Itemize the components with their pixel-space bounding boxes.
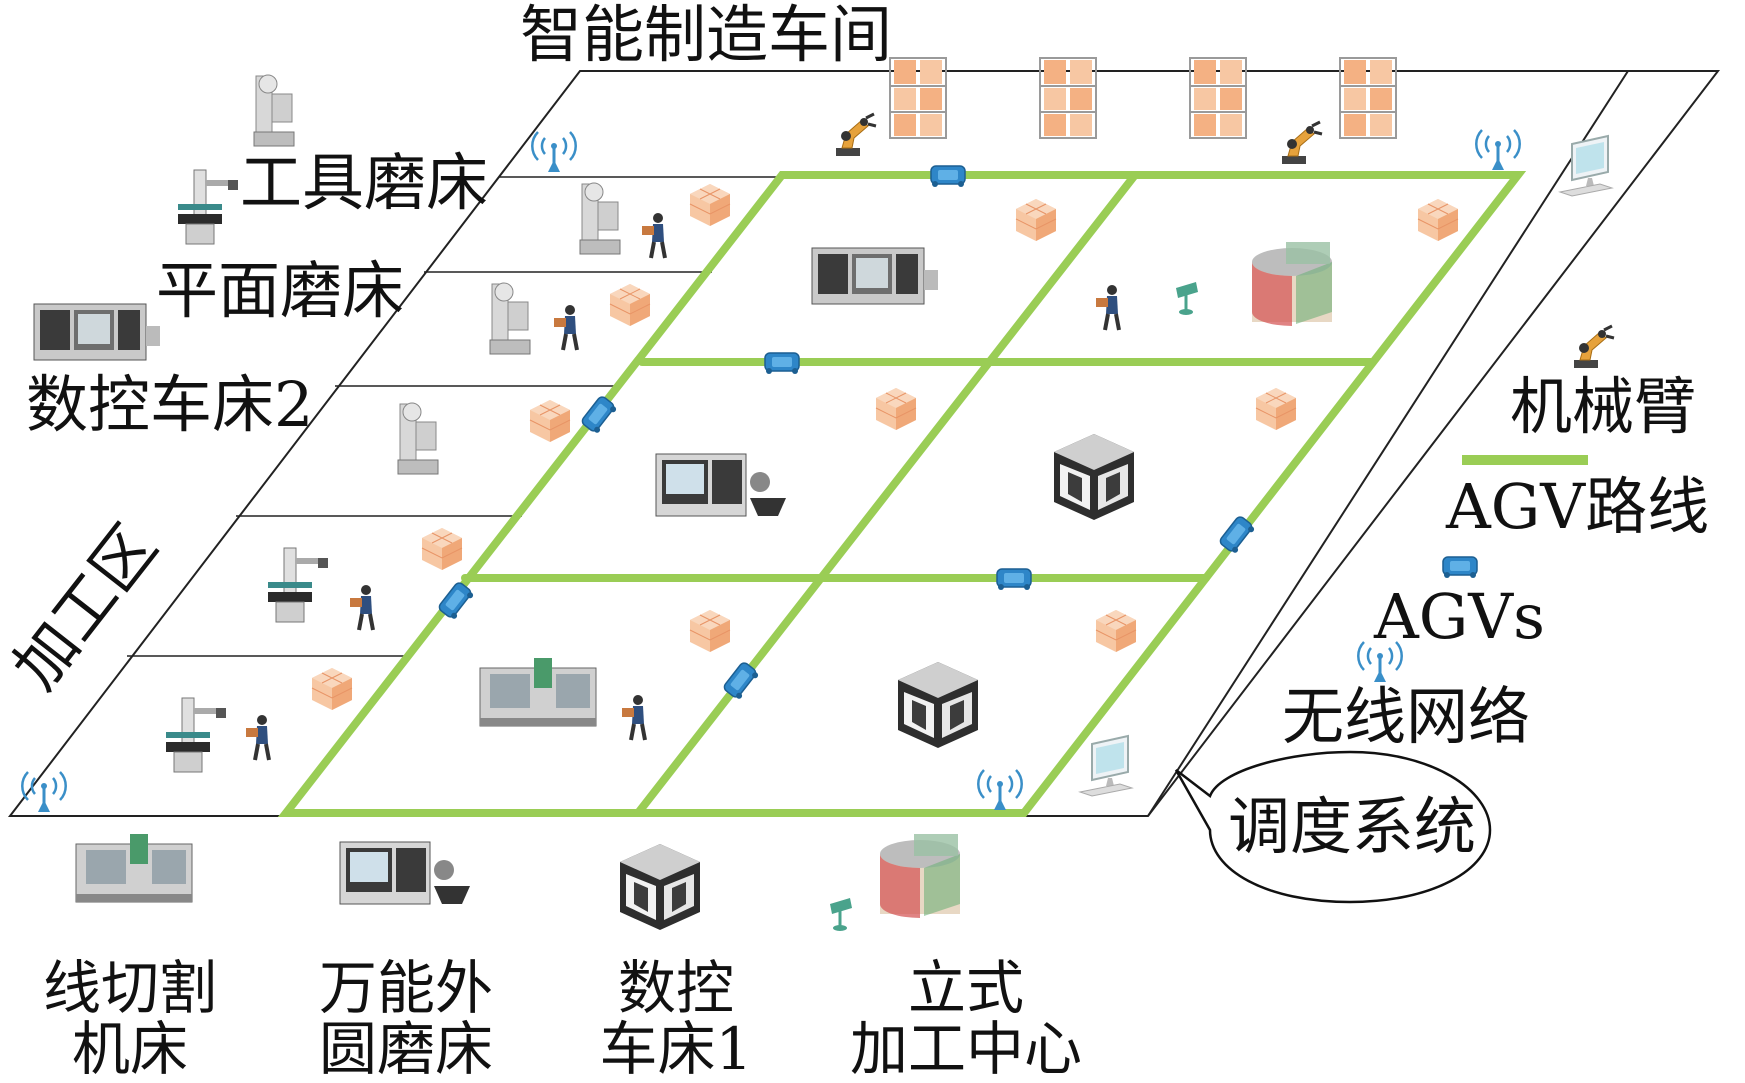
- vertical-mc-icon: [880, 834, 960, 918]
- label-vertical-mc-line2: 加工中心: [849, 1014, 1082, 1083]
- wifi-icon: [530, 130, 578, 174]
- box-icon: [1255, 387, 1297, 431]
- label-tool-grinder: 工具磨床: [240, 146, 489, 219]
- label-cnc-lathe-1-line1: 数控: [617, 954, 734, 1022]
- robot-arm-icon: [834, 112, 878, 158]
- worker-icon: [244, 713, 271, 762]
- worker-icon: [552, 303, 579, 352]
- cnc-lathe-1-icon: [1054, 434, 1134, 520]
- worker-icon: [348, 583, 375, 632]
- label-wire-cut: 线切割 机床: [30, 958, 230, 1080]
- terminal-icon: [1174, 280, 1200, 317]
- terminal-icon: [828, 896, 854, 933]
- tool-grinder-icon: [397, 402, 439, 475]
- dispatch-bubble: [1174, 750, 1492, 904]
- cnc-lathe-2-icon: [811, 247, 939, 305]
- label-cnc-lathe-1-line2: 车床1: [599, 1014, 753, 1083]
- tool-grinder-icon: [489, 282, 531, 355]
- wifi-icon: [976, 768, 1024, 812]
- surface-grinder-icon: [177, 169, 239, 245]
- worker-icon: [1094, 283, 1121, 332]
- agv-vehicle: [930, 165, 966, 188]
- cylindrical-grinder-icon: [339, 841, 471, 905]
- worker-icon: [620, 693, 647, 742]
- cylindrical-grinder-icon: [655, 453, 787, 517]
- zone-dividers: [10, 70, 1340, 817]
- box-icon: [689, 183, 731, 227]
- label-cyl-grinder-line1: 万能外: [318, 954, 493, 1022]
- box-icon: [529, 399, 571, 443]
- tool-grinder-icon: [253, 74, 295, 147]
- label-surface-grinder: 平面磨床: [156, 254, 405, 327]
- box-icon: [1095, 609, 1137, 653]
- floor-right-inner-edge: [1147, 70, 1629, 817]
- box-icon: [875, 387, 917, 431]
- worker-icon: [640, 211, 667, 260]
- wire-cut-icon: [479, 657, 597, 727]
- agv-legend-icon: [1442, 556, 1478, 579]
- cnc-lathe-1-icon: [898, 662, 978, 748]
- robot-arm-legend-icon: [1572, 324, 1616, 370]
- legend-dispatch: 调度系统: [1228, 790, 1477, 863]
- box-icon: [1015, 198, 1057, 242]
- surface-grinder-icon: [267, 547, 329, 623]
- vertical-mc-icon: [1252, 242, 1332, 326]
- legend-agv-route: AGV路线: [1446, 470, 1710, 543]
- workshop-title: 智能制造车间: [520, 0, 893, 71]
- label-cyl-grinder-line2: 圆磨床: [318, 1014, 493, 1083]
- agv-vehicle: [764, 352, 800, 375]
- cnc-lathe-1-icon: [620, 844, 700, 930]
- label-cnc-lathe-2: 数控车床2: [26, 368, 314, 441]
- dispatch-monitor-icon: [1079, 735, 1133, 797]
- box-icon: [1417, 198, 1459, 242]
- label-wire-cut-line2: 机床: [71, 1014, 188, 1083]
- surface-grinder-icon: [165, 697, 227, 773]
- label-wire-cut-line1: 线切割: [42, 954, 217, 1022]
- wifi-icon: [1474, 128, 1522, 172]
- legend-robot-arm: 机械臂: [1510, 370, 1697, 443]
- box-icon: [421, 527, 463, 571]
- agv-vehicle: [996, 568, 1032, 591]
- label-vertical-mc-line1: 立式: [907, 954, 1024, 1022]
- box-icon: [609, 283, 651, 327]
- tool-grinder-icon: [579, 182, 621, 255]
- robot-arm-icon: [1280, 120, 1324, 166]
- label-cyl-grinder: 万能外 圆磨床: [306, 958, 506, 1080]
- label-cnc-lathe-1: 数控 车床1: [576, 958, 776, 1080]
- legend-agvs: AGVs: [1374, 580, 1545, 653]
- box-icon: [689, 609, 731, 653]
- cnc-lathe-2-icon: [33, 303, 161, 361]
- wire-cut-icon: [75, 833, 193, 903]
- legend-wireless: 无线网络: [1282, 680, 1531, 753]
- box-icon: [311, 667, 353, 711]
- label-vertical-mc: 立式 加工中心: [836, 958, 1096, 1080]
